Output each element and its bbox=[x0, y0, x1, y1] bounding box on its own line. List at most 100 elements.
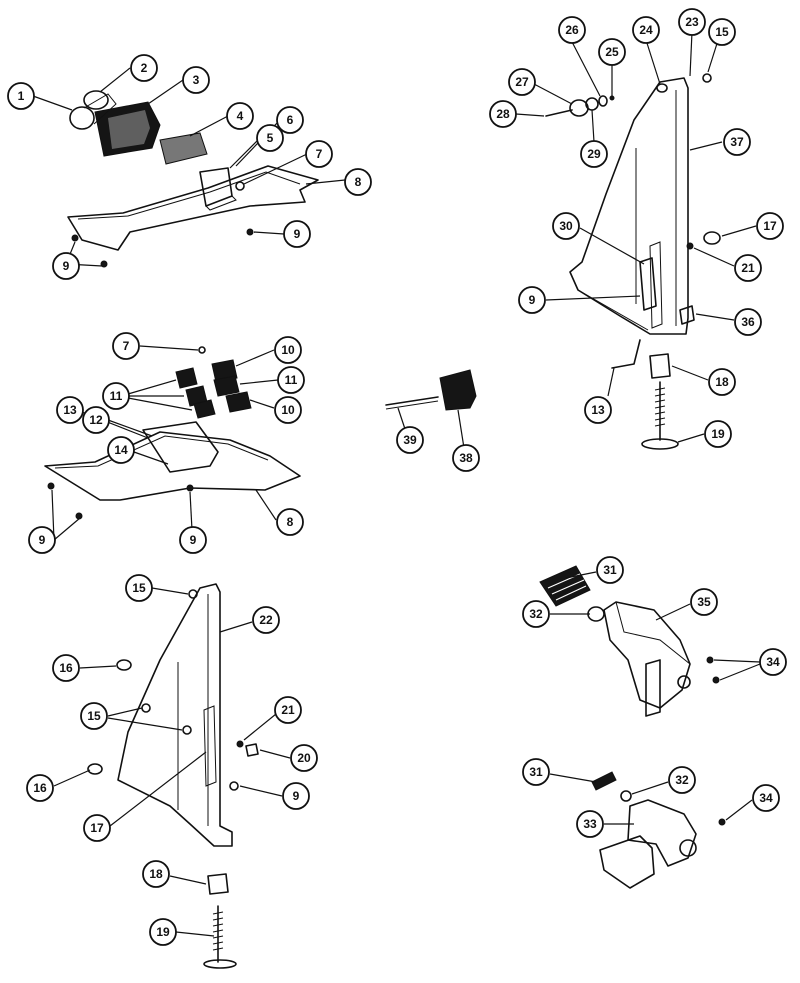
washer-29 bbox=[585, 97, 599, 111]
bolt-17b bbox=[703, 231, 721, 245]
screw-34a bbox=[706, 656, 714, 664]
callout-14: 14 bbox=[107, 436, 135, 464]
tube-13b bbox=[611, 339, 641, 369]
svg-text:4: 4 bbox=[237, 109, 244, 123]
leader-36 bbox=[695, 313, 735, 321]
callout-9a: 9 bbox=[283, 220, 311, 248]
svg-text:17: 17 bbox=[763, 219, 777, 233]
callout-32b: 32 bbox=[668, 766, 696, 794]
valve-35-knob bbox=[677, 675, 691, 689]
panel-22 bbox=[117, 583, 233, 847]
part-24 bbox=[656, 83, 668, 93]
svg-text:21: 21 bbox=[281, 703, 295, 717]
svg-text:33: 33 bbox=[583, 817, 597, 831]
screw-28 bbox=[545, 109, 573, 117]
leader-4 bbox=[189, 115, 229, 137]
clip-20 bbox=[245, 743, 259, 757]
nut-15d bbox=[702, 73, 712, 83]
leader-22 bbox=[219, 621, 253, 633]
leader-2 bbox=[99, 67, 131, 93]
svg-text:38: 38 bbox=[459, 451, 473, 465]
svg-text:32: 32 bbox=[529, 607, 543, 621]
screw-9a bbox=[71, 234, 79, 242]
panel-37-bottom bbox=[577, 289, 649, 331]
nut-15a bbox=[188, 589, 198, 599]
motor-1 bbox=[69, 106, 95, 130]
washer-27 bbox=[569, 99, 589, 117]
callout-16a: 16 bbox=[52, 654, 80, 682]
svg-text:5: 5 bbox=[267, 131, 274, 145]
callout-32a: 32 bbox=[522, 600, 550, 628]
svg-text:1: 1 bbox=[18, 89, 25, 103]
svg-text:35: 35 bbox=[697, 595, 711, 609]
nut-21a bbox=[236, 740, 244, 748]
panel-22-channel bbox=[203, 705, 217, 787]
panel-37-channel bbox=[649, 241, 663, 329]
screw-7 bbox=[235, 181, 245, 191]
svg-text:26: 26 bbox=[565, 23, 579, 37]
leader-34b bbox=[725, 799, 753, 821]
svg-text:11: 11 bbox=[285, 373, 298, 387]
svg-text:24: 24 bbox=[639, 23, 653, 37]
leader-18a bbox=[169, 875, 207, 885]
valve-assembly-35 bbox=[539, 565, 720, 717]
callout-22: 22 bbox=[252, 606, 280, 634]
leader-9f bbox=[545, 295, 641, 301]
svg-text:15: 15 bbox=[132, 581, 146, 595]
svg-text:22: 22 bbox=[259, 613, 273, 627]
callout-39: 39 bbox=[396, 426, 424, 454]
callout-9e: 9 bbox=[282, 782, 310, 810]
svg-text:19: 19 bbox=[156, 925, 170, 939]
switch-11c bbox=[193, 399, 216, 419]
svg-text:15: 15 bbox=[87, 709, 101, 723]
screw-9f bbox=[186, 484, 194, 492]
svg-text:34: 34 bbox=[766, 655, 780, 669]
callout-27: 27 bbox=[508, 68, 536, 96]
leader-31a bbox=[565, 571, 597, 579]
svg-text:19: 19 bbox=[711, 427, 725, 441]
callout-28: 28 bbox=[489, 100, 517, 128]
leader-9d bbox=[189, 491, 193, 531]
leader-lines bbox=[32, 31, 761, 937]
callout-3: 3 bbox=[182, 66, 210, 94]
svg-text:30: 30 bbox=[559, 219, 573, 233]
callout-33: 33 bbox=[576, 810, 604, 838]
leader-7a bbox=[243, 153, 308, 185]
svg-text:9: 9 bbox=[63, 259, 70, 273]
svg-text:9: 9 bbox=[294, 227, 301, 241]
switch-11a bbox=[175, 367, 198, 389]
leader-11b bbox=[239, 379, 279, 385]
svg-text:15: 15 bbox=[715, 25, 729, 39]
callout-9c: 9 bbox=[28, 526, 56, 554]
leader-28 bbox=[515, 113, 545, 117]
callout-19b: 19 bbox=[704, 420, 732, 448]
svg-text:27: 27 bbox=[515, 75, 529, 89]
svg-text:9: 9 bbox=[293, 789, 300, 803]
svg-text:13: 13 bbox=[591, 403, 605, 417]
svg-text:34: 34 bbox=[759, 791, 773, 805]
leader-21b bbox=[693, 247, 735, 267]
callout-13b: 13 bbox=[584, 396, 612, 424]
svg-text:7: 7 bbox=[316, 147, 323, 161]
leader-11a bbox=[127, 379, 193, 411]
callouts: 1 2 3 4 5 6 7 8 9 9 7 10 11 11 10 13 12 … bbox=[7, 8, 787, 946]
motor-body bbox=[83, 93, 117, 125]
svg-text:17: 17 bbox=[90, 821, 104, 835]
svg-text:11: 11 bbox=[110, 389, 123, 403]
svg-text:32: 32 bbox=[675, 773, 689, 787]
nut-15c bbox=[182, 725, 192, 735]
svg-text:9: 9 bbox=[190, 533, 197, 547]
leader-24 bbox=[645, 39, 661, 85]
callout-21a: 21 bbox=[274, 696, 302, 724]
callout-34a: 34 bbox=[759, 648, 787, 676]
leader-7b bbox=[139, 345, 199, 351]
foot-19a bbox=[203, 959, 237, 969]
callout-21b: 21 bbox=[734, 254, 762, 282]
leader-8a bbox=[305, 179, 346, 185]
callout-19a: 19 bbox=[149, 918, 177, 946]
leader-20 bbox=[259, 749, 291, 759]
leader-16a bbox=[79, 665, 117, 669]
bottom-left-assembly bbox=[87, 583, 259, 969]
callout-30: 30 bbox=[552, 212, 580, 240]
